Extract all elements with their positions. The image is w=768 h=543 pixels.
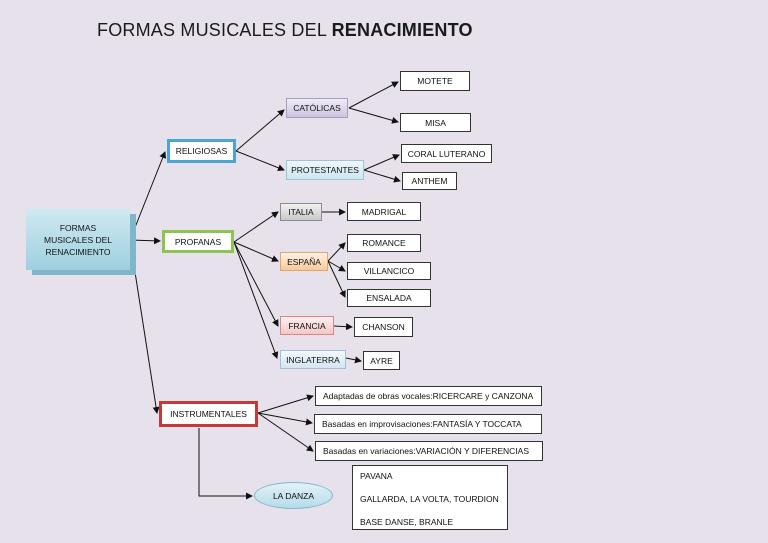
node-basadas-variaciones: Basadas en variaciones: VARIACIÓN Y DIFE…	[315, 441, 543, 461]
node-motete: MOTETE	[400, 71, 470, 91]
list-item: PAVANA	[360, 471, 393, 481]
node-espana: ESPAÑA	[280, 252, 328, 271]
arrow-inglaterra-ayre	[345, 356, 362, 364]
arrow-espana-romance	[327, 242, 346, 262]
node-chanson: CHANSON	[354, 317, 413, 337]
arrow-profanas-inglaterra	[233, 241, 279, 359]
node-basadas-improvisaciones: Basadas en improvisaciones: FANTASÍA Y T…	[314, 414, 542, 434]
node-inglaterra: INGLATERRA	[280, 350, 346, 369]
arrow-catolicas-motete	[348, 81, 399, 109]
node-coral-luterano: CORAL LUTERANO	[401, 144, 492, 163]
node-instrumentales: INSTRUMENTALES	[159, 401, 258, 427]
arrow-root-religiosas	[129, 151, 167, 241]
danza-list: PAVANA GALLARDA, LA VOLTA, TOURDION BASE…	[352, 465, 508, 530]
node-protestantes: PROTESTANTES	[286, 160, 364, 180]
node-ayre: AYRE	[363, 351, 400, 370]
node-francia: FRANCIA	[280, 316, 334, 335]
arrow-espana-villancico	[327, 260, 346, 272]
node-madrigal: MADRIGAL	[347, 202, 421, 221]
arrow-catolicas-misa	[348, 107, 399, 124]
node-anthem: ANTHEM	[402, 172, 457, 190]
arrow-profanas-espana	[233, 241, 279, 262]
node-adaptadas-vocales: Adaptadas de obras vocales: RICERCARE y …	[315, 386, 542, 406]
root-node: FORMAS MUSICALES DEL RENACIMIENTO	[26, 209, 130, 270]
node-ensalada: ENSALADA	[347, 289, 431, 307]
arrow-protestantes-coral	[363, 154, 400, 171]
arrow-profanas-italia	[233, 211, 279, 243]
arrow-religiosas-catolicas	[235, 109, 285, 152]
node-romance: ROMANCE	[347, 234, 421, 252]
list-item: BASE DANSE, BRANLE	[360, 517, 454, 527]
node-catolicas: CATÓLICAS	[286, 98, 348, 118]
page-title: FORMAS MUSICALES DEL RENACIMIENTO	[97, 20, 473, 40]
node-misa: MISA	[400, 113, 471, 132]
node-italia: ITALIA	[280, 203, 322, 221]
node-la-danza: LA DANZA	[254, 482, 333, 509]
node-villancico: VILLANCICO	[347, 262, 431, 280]
node-profanas: PROFANAS	[162, 230, 234, 253]
arrow-protestantes-anthem	[363, 169, 401, 183]
arrow-instr-improv	[257, 412, 313, 426]
arrow-instr-variac	[257, 412, 314, 452]
arrow-root-profanas	[129, 237, 161, 245]
node-religiosas: RELIGIOSAS	[167, 139, 236, 163]
arrow-espana-ensalada	[327, 260, 346, 298]
arrow-profanas-francia	[233, 241, 279, 327]
arrow-religiosas-protestantes	[235, 150, 285, 172]
arrow-instr-danza	[198, 428, 253, 500]
list-item: GALLARDA, LA VOLTA, TOURDION	[360, 494, 499, 504]
arrow-root-instrumentales	[129, 239, 160, 414]
arrow-instr-vocales	[257, 394, 314, 414]
arrow-francia-chanson	[333, 323, 353, 331]
